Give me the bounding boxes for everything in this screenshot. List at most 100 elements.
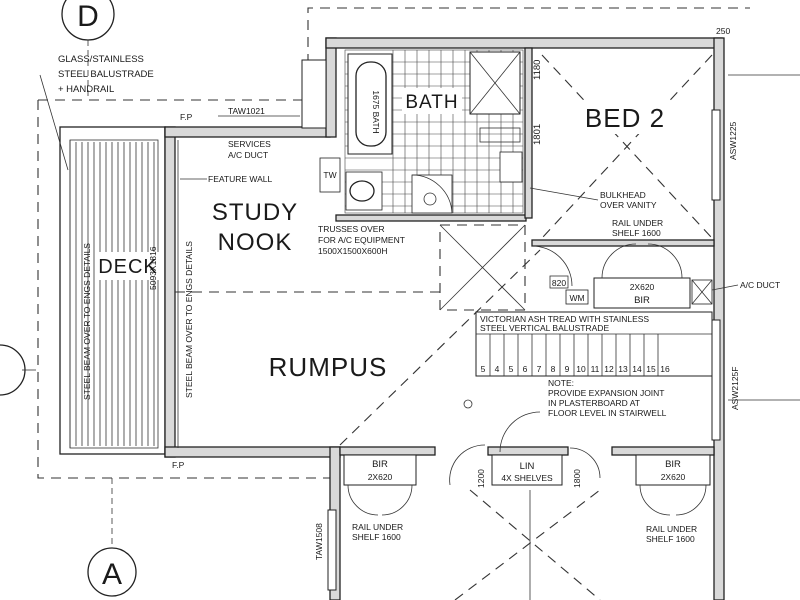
room-label-bath: BATH	[405, 92, 458, 113]
window-bath-west	[301, 59, 327, 129]
annotation-rail-right-2: SHELF 1600	[646, 534, 695, 544]
bir-left-doors	[347, 484, 413, 516]
beam-label-right: STEEL BEAM OVER TO ENGS DETAILS	[184, 241, 194, 398]
wm-box	[565, 289, 589, 305]
smoke-detector-icon	[463, 399, 473, 409]
door-swing-lin	[499, 411, 541, 453]
dimension-1800: 1800	[572, 469, 582, 488]
bir-left-size: 2X620	[368, 472, 393, 482]
wall-south-rumpus	[164, 446, 341, 458]
annotation-bulkhead-2: OVER VANITY	[600, 200, 657, 210]
leader-bulkhead	[529, 187, 599, 201]
room-label-deck: DECK	[98, 256, 158, 278]
wall-bath-east	[524, 47, 533, 219]
grid-bubble-d: D	[61, 0, 115, 41]
annotation-stair-2: STEEL VERTICAL BALUSTRADE	[480, 323, 609, 333]
services-duct	[319, 157, 341, 193]
stair-number: 11	[591, 364, 600, 374]
dimension-1180: 1180	[532, 60, 543, 80]
wall-bed2-south	[531, 239, 715, 247]
dimension-top-right: 250	[716, 26, 730, 36]
grid-label-a: A	[102, 558, 122, 591]
door-swing-stair	[449, 444, 486, 486]
note-line-1: PROVIDE EXPANSION JOINT	[548, 388, 665, 398]
bath-length-dimension: 1675 BATH	[371, 90, 381, 133]
beam-label-left: STEEL BEAM OVER TO ENGS DETAILS	[82, 243, 92, 400]
label-deck-dimension: 5093X1816	[148, 246, 158, 290]
bottom-diagonal-1	[454, 489, 601, 600]
note-line-2: IN PLASTERBOARD AT	[548, 398, 640, 408]
annotation-rail-left-1: RAIL UNDER	[352, 522, 403, 532]
room-label-bir-right: BIR	[665, 459, 681, 470]
window-label-asw1225: ASW1225	[728, 121, 738, 160]
bir-left-box	[343, 454, 417, 486]
bir-top-size: 2X620	[630, 282, 655, 292]
annotation-balustrade-3: + HANDRAIL	[58, 84, 114, 95]
stair-number: 4	[495, 364, 500, 374]
annotation-trusses-1: TRUSSES OVER	[318, 224, 385, 234]
wall-east	[713, 37, 725, 600]
annotation-rail-right-1: RAIL UNDER	[646, 524, 697, 534]
bottom-diagonal-2	[469, 489, 601, 600]
roof-outline-top	[38, 7, 750, 101]
door-swing-bed-right	[569, 447, 601, 479]
dimension-1801: 1801	[532, 124, 543, 145]
bath-tiles	[344, 49, 524, 214]
annotation-ac-duct: A/C DUCT	[740, 280, 780, 290]
note-line-3: FLOOR LEVEL IN STAIRWELL	[548, 408, 667, 418]
dimension-820: 820	[552, 278, 566, 288]
lin-shelves: 4X SHELVES	[501, 473, 553, 483]
wall-north	[325, 37, 723, 49]
window-label-asw2125f: ASW2125F	[730, 367, 740, 410]
room-label-lin: LIN	[520, 461, 535, 472]
bir-top-doors	[601, 243, 683, 279]
stair-number: 16	[660, 364, 670, 374]
room-label-bir-left: BIR	[372, 459, 388, 470]
annotation-bulkhead-1: BULKHEAD	[600, 190, 646, 200]
window-bottom	[327, 509, 337, 591]
stair-number: 5	[481, 364, 486, 374]
window-stair	[711, 319, 721, 441]
bir-right-box	[635, 454, 711, 486]
wall-bir-left-top	[339, 446, 436, 456]
lin-box	[491, 454, 563, 486]
roof-outline-left	[37, 100, 340, 479]
annotation-trusses-3: 1500X1500X600H	[318, 246, 387, 256]
door-swing-bed2	[531, 245, 573, 287]
bir-top-box	[593, 277, 691, 309]
annotation-services-2: A/C DUCT	[228, 150, 268, 160]
label-tw: TW	[323, 170, 336, 180]
stair-number: 7	[537, 364, 542, 374]
stair-number: 6	[523, 364, 528, 374]
trusses-box	[439, 224, 526, 311]
room-label-rumpus: RUMPUS	[269, 352, 388, 382]
annotation-rail-left-2: SHELF 1600	[352, 532, 401, 542]
annotation-services-1: SERVICES	[228, 139, 271, 149]
stair-number: 9	[565, 364, 570, 374]
wall-bath-west	[325, 37, 337, 138]
dimension-1200: 1200	[476, 469, 486, 488]
room-label-study: STUDY	[212, 199, 298, 226]
deck-boards	[75, 142, 155, 446]
bir-right-size: 2X620	[661, 472, 686, 482]
grid-label-d: D	[77, 0, 99, 33]
annotation-rail-top-2: SHELF 1600	[612, 228, 661, 238]
stairwell	[475, 311, 713, 377]
room-label-bed2: BED 2	[585, 103, 665, 133]
deck-area	[59, 126, 166, 455]
leader-balustrade	[39, 74, 69, 171]
wall-west	[164, 126, 176, 458]
grid-bubble-a: A	[87, 547, 137, 597]
label-fp-top: F.P	[180, 112, 193, 122]
window-bed2	[711, 109, 721, 201]
annotation-feature-wall: FEATURE WALL	[208, 174, 273, 184]
window-label-taw1508: TAW1508	[314, 523, 324, 560]
window-label-taw1021-top: TAW1021	[228, 106, 265, 116]
stair-number: 14	[632, 364, 642, 374]
annotation-stair-1: VICTORIAN ASH TREAD WITH STAINLESS	[480, 314, 649, 324]
stair-number: 5	[509, 364, 514, 374]
bir-right-doors	[639, 484, 707, 516]
annotation-balustrade-1: GLASS/STAINLESS	[58, 54, 144, 65]
room-label-bir-top: BIR	[634, 295, 650, 306]
